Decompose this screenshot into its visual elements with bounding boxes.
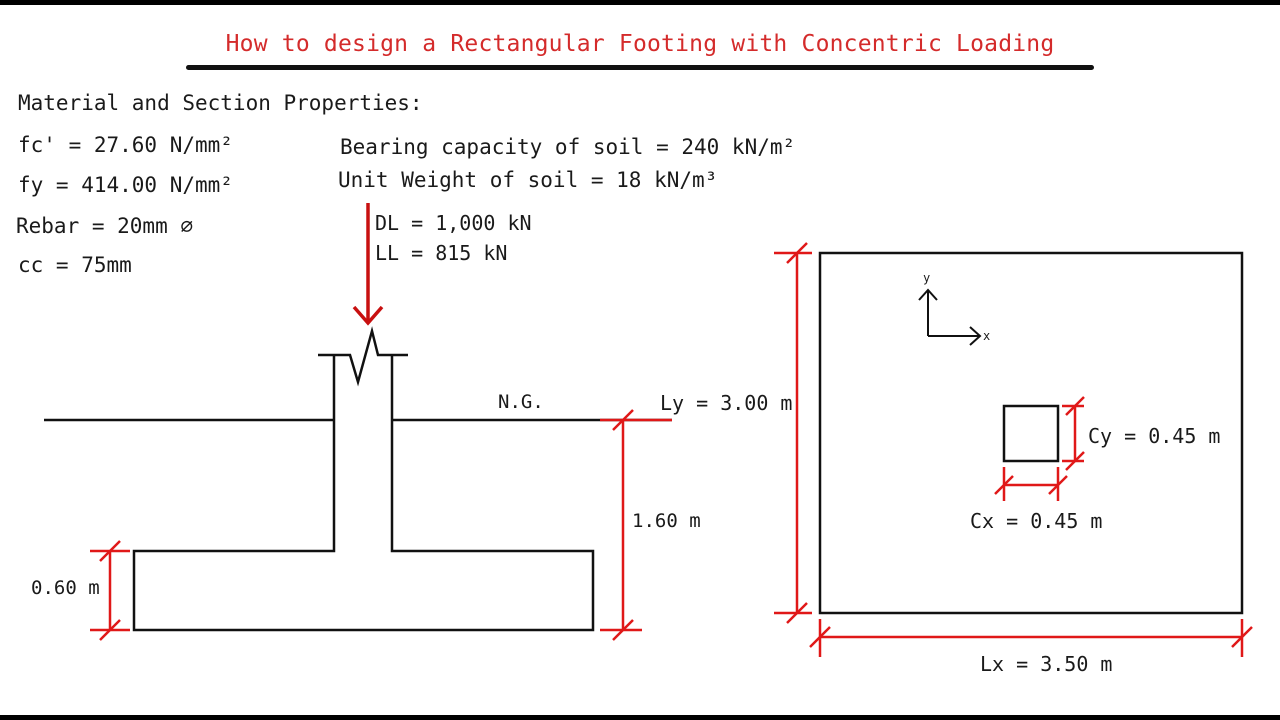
page-title: How to design a Rectangular Footing with…	[225, 31, 1055, 57]
rebar-property: Rebar = 20mm ⌀	[16, 214, 194, 238]
dead-load-label: DL = 1,000 kN	[375, 211, 532, 235]
axis-indicator	[918, 288, 982, 346]
diagram-canvas: How to design a Rectangular Footing with…	[0, 5, 1280, 715]
load-arrow	[352, 203, 384, 326]
cover-property: cc = 75mm	[18, 253, 132, 277]
live-load-label: LL = 815 kN	[375, 241, 508, 265]
cy-dimension-label: Cy = 0.45 m	[1088, 424, 1221, 448]
column-break-symbol	[318, 326, 408, 387]
thickness-dimension-label: 0.60 m	[31, 577, 100, 599]
ly-dimension-line	[774, 242, 812, 624]
unit-weight-label: Unit Weight of soil = 18 kN/m³	[338, 168, 718, 192]
title-underline	[186, 65, 1094, 70]
cy-dimension-line	[1062, 396, 1085, 471]
y-axis-label: y	[923, 271, 931, 285]
fy-property: fy = 414.00 N/mm²	[18, 173, 233, 197]
bearing-capacity-label: Bearing capacity of soil = 240 kN/m²	[340, 135, 796, 159]
depth-dimension-label: 1.60 m	[632, 510, 701, 532]
footing-section-outline	[132, 355, 595, 632]
lx-dimension-line	[809, 619, 1253, 657]
cx-dimension-line	[994, 467, 1068, 501]
properties-heading: Material and Section Properties:	[18, 91, 423, 115]
fc-property: fc' = 27.60 N/mm²	[18, 133, 233, 157]
cx-dimension-label: Cx = 0.45 m	[970, 509, 1103, 533]
column-plan-square	[1002, 404, 1060, 463]
footing-plan-outline	[818, 251, 1244, 615]
depth-dimension-line	[600, 409, 672, 641]
ly-dimension-label: Ly = 3.00 m	[660, 391, 793, 415]
natural-ground-label: N.G.	[498, 391, 544, 413]
lx-dimension-label: Lx = 3.50 m	[980, 652, 1113, 676]
footing-drawing	[44, 203, 1253, 657]
x-axis-label: x	[983, 329, 991, 343]
thickness-dimension-line	[90, 540, 130, 641]
